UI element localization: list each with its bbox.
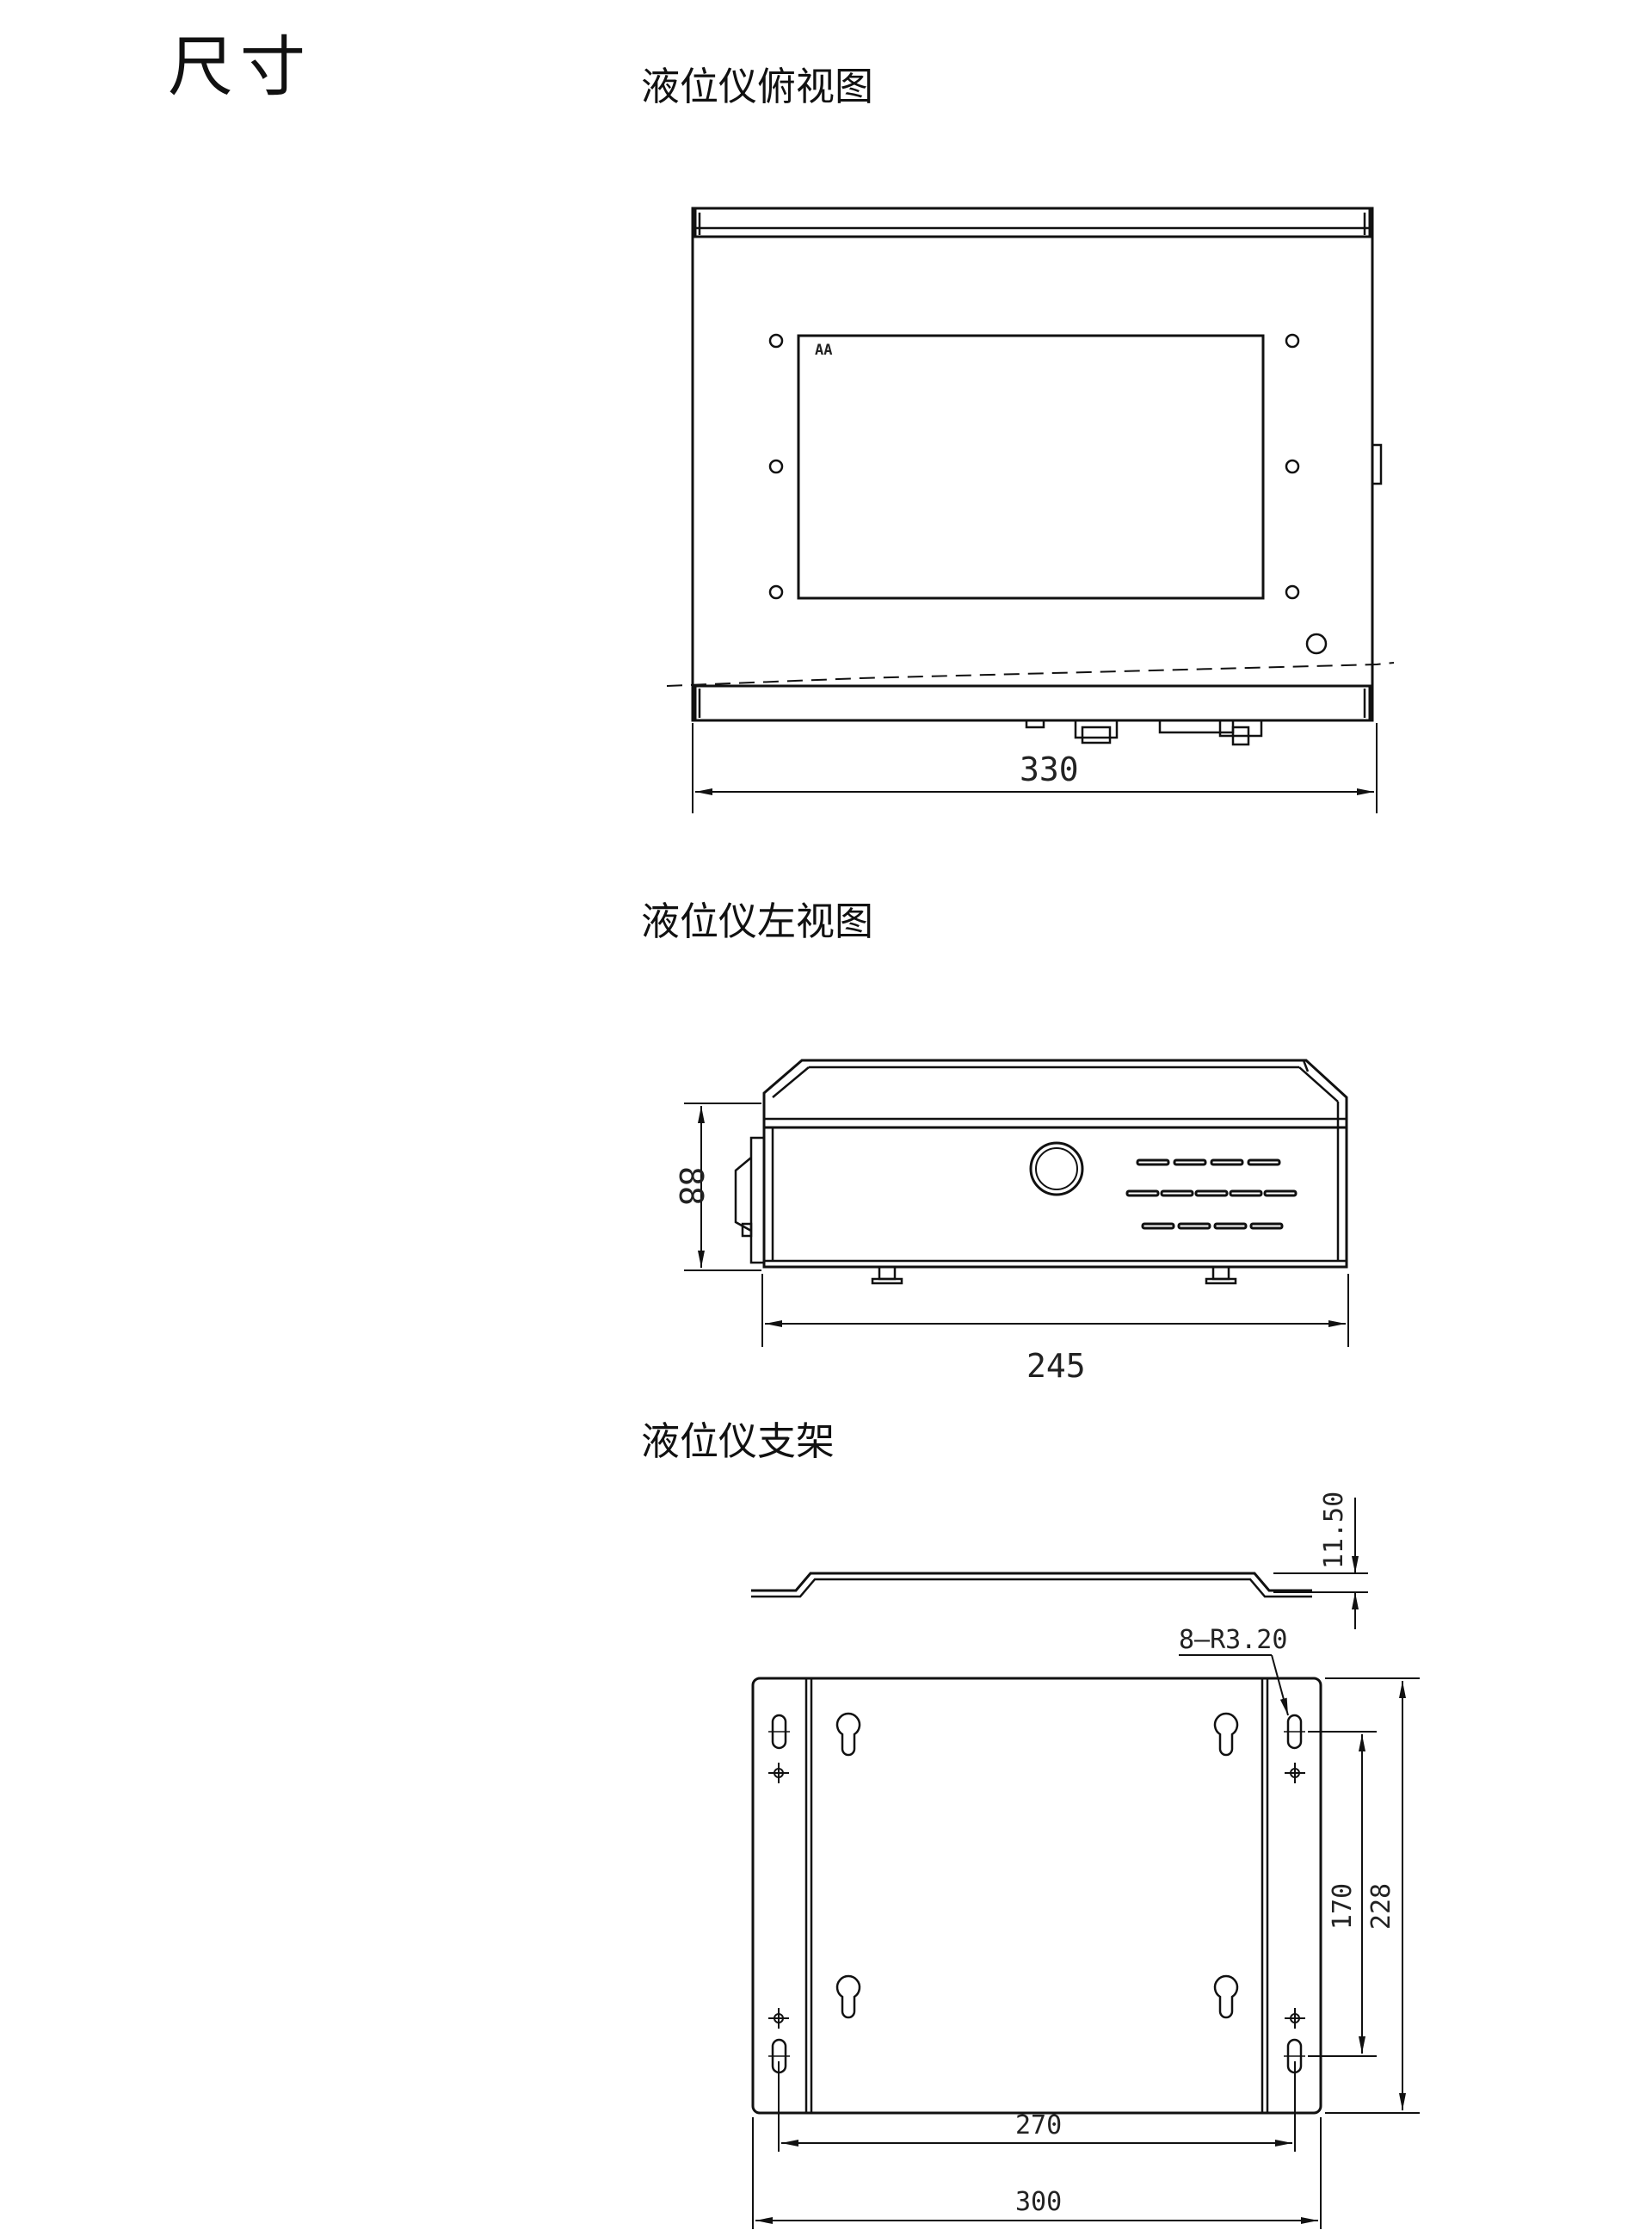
- inner-height-dimension: 170: [1328, 1883, 1358, 1930]
- left-height-dimension: 88: [672, 1166, 710, 1206]
- mount-holes: [768, 1763, 1305, 2029]
- flange-dimension: 11.50: [1319, 1492, 1349, 1569]
- keyhole-slots: [835, 1712, 1239, 2019]
- outer-height-dimension: 228: [1366, 1883, 1396, 1930]
- screw-holes: [768, 333, 1328, 655]
- bracket-title: 液位仪支架: [641, 1418, 835, 1464]
- left-view-title: 液位仪左视图: [641, 899, 874, 944]
- slot-holes: [768, 1714, 1305, 2074]
- left-width-dimension: 245: [1026, 1347, 1086, 1385]
- hole-note: 8—R3.20: [1179, 1625, 1287, 1655]
- left-view-drawing: 88 245: [672, 1059, 1349, 1385]
- vent-slots: [1125, 1158, 1298, 1230]
- outer-width-dimension: 300: [1015, 2187, 1062, 2217]
- top-view-title: 液位仪俯视图: [641, 64, 874, 109]
- bracket-profile-drawing: 11.50: [751, 1492, 1368, 1629]
- screen-mark: AA: [815, 342, 832, 359]
- inner-width-dimension: 270: [1015, 2110, 1062, 2140]
- top-view-drawing: AA 330: [666, 207, 1395, 813]
- top-width-dimension: 330: [1020, 751, 1079, 788]
- page-title: 尺寸: [168, 28, 312, 105]
- bracket-plan-drawing: 8—R3.20 170 228 270 300: [751, 1625, 1420, 2229]
